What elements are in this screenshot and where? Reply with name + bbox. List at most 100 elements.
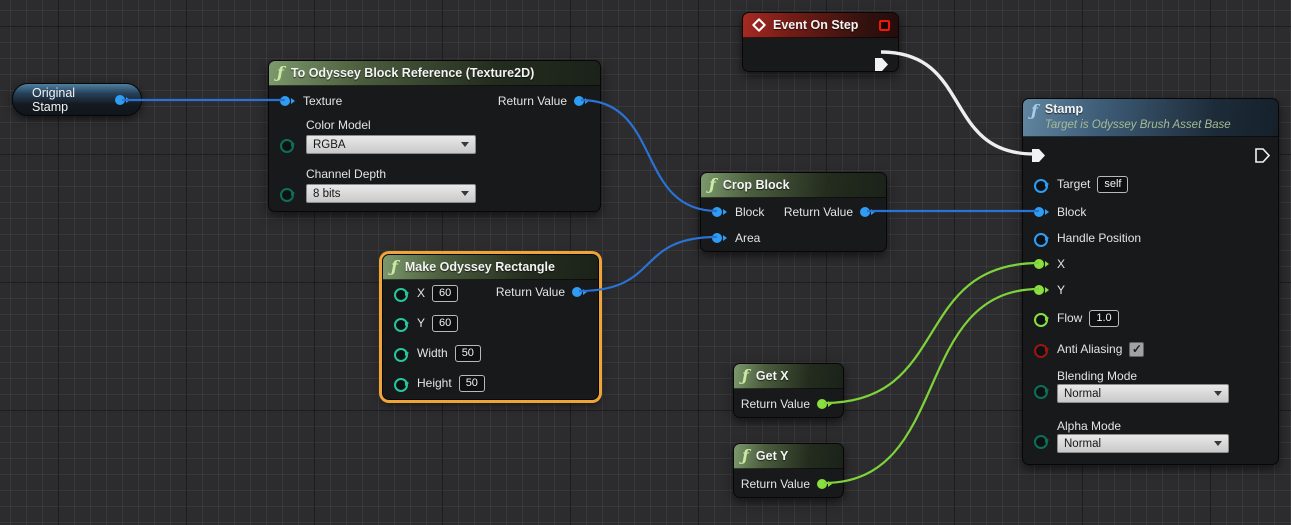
channel-depth-dropdown[interactable]: 8 bits bbox=[306, 184, 476, 203]
pin-label-return-value: Return Value bbox=[497, 94, 567, 108]
input-pin-texture[interactable] bbox=[280, 96, 296, 106]
dropdown-caret-icon bbox=[1214, 391, 1222, 396]
x-value-field[interactable]: 60 bbox=[432, 284, 459, 302]
variable-name: Original Stamp bbox=[32, 85, 76, 114]
input-pin-block[interactable] bbox=[1034, 207, 1050, 217]
output-pin-return-value[interactable] bbox=[817, 479, 833, 489]
blending-mode-dropdown[interactable]: Normal bbox=[1057, 384, 1229, 403]
output-pin-return-value[interactable] bbox=[860, 207, 876, 217]
pin-label-block: Block bbox=[1057, 205, 1087, 219]
input-pin-channel-depth[interactable] bbox=[280, 188, 296, 202]
target-value-field[interactable]: self bbox=[1097, 175, 1129, 193]
wire-get-x-to-stamp-x[interactable] bbox=[823, 261, 1040, 405]
node-get-x[interactable]: ƒ Get X Return Value bbox=[733, 363, 844, 418]
input-pin-y[interactable] bbox=[1034, 285, 1050, 295]
pin-label-area: Area bbox=[735, 231, 761, 245]
node-get-y[interactable]: ƒ Get Y Return Value bbox=[733, 443, 844, 498]
node-title: Get Y bbox=[755, 449, 789, 463]
node-title: Get X bbox=[755, 369, 789, 383]
node-header: Event On Step bbox=[743, 13, 898, 38]
pin-label-alpha-mode: Alpha Mode bbox=[1057, 419, 1122, 433]
y-value-field[interactable]: 60 bbox=[432, 314, 459, 332]
dropdown-caret-icon bbox=[461, 142, 469, 147]
function-icon: ƒ bbox=[742, 446, 749, 465]
pin-label-return-value: Return Value bbox=[783, 205, 853, 219]
input-pin-area[interactable] bbox=[712, 233, 728, 243]
pin-label-anti-aliasing: Anti Aliasing bbox=[1057, 342, 1123, 356]
color-model-dropdown[interactable]: RGBA bbox=[306, 135, 476, 154]
pin-label-return-value: Return Value bbox=[740, 397, 810, 411]
dropdown-value: Normal bbox=[1064, 387, 1102, 400]
function-icon: ƒ bbox=[742, 366, 749, 385]
dropdown-caret-icon bbox=[1214, 441, 1222, 446]
node-make-odyssey-rectangle[interactable]: ƒ Make Odyssey Rectangle X 60 Return Val… bbox=[382, 254, 599, 400]
input-pin-handle-position[interactable] bbox=[1034, 233, 1050, 247]
input-pin-x[interactable] bbox=[394, 288, 410, 302]
flow-value-field[interactable]: 1.0 bbox=[1089, 309, 1119, 327]
wire-block-reference-to-crop-block[interactable] bbox=[580, 98, 718, 213]
output-pin-return-value[interactable] bbox=[817, 399, 833, 409]
wire-rectangle-to-crop-area[interactable] bbox=[578, 235, 718, 293]
node-crop-block[interactable]: ƒ Crop Block Block Return Value Area bbox=[700, 172, 887, 252]
node-header: ƒ To Odyssey Block Reference (Texture2D) bbox=[269, 61, 600, 86]
function-icon: ƒ bbox=[1031, 101, 1038, 120]
height-value-field[interactable]: 50 bbox=[458, 374, 485, 392]
node-to-odyssey-block-reference[interactable]: ƒ To Odyssey Block Reference (Texture2D)… bbox=[268, 60, 601, 212]
exec-output-pin[interactable] bbox=[1255, 148, 1270, 163]
output-pin-original-stamp[interactable] bbox=[115, 94, 131, 105]
input-pin-height[interactable] bbox=[394, 378, 410, 392]
pin-label-flow: Flow bbox=[1057, 311, 1083, 325]
pin-label-y: Y bbox=[417, 316, 426, 330]
node-header: ƒ Make Odyssey Rectangle bbox=[383, 255, 598, 280]
node-event-on-step[interactable]: Event On Step bbox=[742, 12, 899, 72]
input-pin-flow[interactable] bbox=[1034, 313, 1050, 327]
node-stamp[interactable]: ƒ Stamp Target is Odyssey Brush Asset Ba… bbox=[1022, 98, 1279, 465]
pin-label-blending-mode: Blending Mode bbox=[1057, 369, 1138, 383]
node-header: ƒ Get X bbox=[734, 364, 843, 389]
pin-label-return-value: Return Value bbox=[740, 477, 810, 491]
alpha-mode-dropdown[interactable]: Normal bbox=[1057, 434, 1229, 453]
node-header: ƒ Stamp Target is Odyssey Brush Asset Ba… bbox=[1023, 99, 1278, 137]
node-header: ƒ Crop Block bbox=[701, 173, 886, 198]
node-header: ƒ Get Y bbox=[734, 444, 843, 469]
input-pin-target[interactable] bbox=[1034, 179, 1050, 193]
node-title: To Odyssey Block Reference (Texture2D) bbox=[290, 66, 535, 80]
pin-label-x: X bbox=[1057, 257, 1066, 271]
input-pin-color-model[interactable] bbox=[280, 139, 296, 153]
pin-label-y: Y bbox=[1057, 283, 1066, 297]
pin-label-height: Height bbox=[417, 376, 452, 390]
input-pin-width[interactable] bbox=[394, 348, 410, 362]
anti-aliasing-checkbox[interactable]: ✓ bbox=[1129, 341, 1145, 357]
pin-label-texture: Texture bbox=[303, 94, 343, 108]
dropdown-value: Normal bbox=[1064, 437, 1102, 450]
input-pin-blending-mode[interactable] bbox=[1034, 385, 1050, 399]
function-icon: ƒ bbox=[709, 175, 716, 194]
input-pin-x[interactable] bbox=[1034, 259, 1050, 269]
wire-event-exec-to-stamp-exec[interactable] bbox=[880, 50, 1035, 156]
pin-label-color-model: Color Model bbox=[306, 118, 371, 132]
pin-label-x: X bbox=[417, 286, 426, 300]
exec-input-pin[interactable] bbox=[1031, 148, 1046, 163]
output-pin-return-value[interactable] bbox=[572, 287, 588, 297]
input-pin-alpha-mode[interactable] bbox=[1034, 435, 1050, 449]
node-subtitle: Target is Odyssey Brush Asset Base bbox=[1044, 119, 1231, 132]
event-override-icon bbox=[879, 20, 890, 31]
node-original-stamp[interactable]: Original Stamp bbox=[12, 83, 142, 116]
pin-label-return-value: Return Value bbox=[495, 285, 565, 299]
function-icon: ƒ bbox=[391, 257, 398, 276]
input-pin-block[interactable] bbox=[712, 207, 728, 217]
pin-label-channel-depth: Channel Depth bbox=[306, 167, 387, 181]
exec-output-pin[interactable] bbox=[874, 57, 889, 72]
pin-label-width: Width bbox=[417, 346, 448, 360]
pin-label-handle-position: Handle Position bbox=[1057, 231, 1142, 245]
pin-label-target: Target bbox=[1057, 177, 1091, 191]
node-title: Event On Step bbox=[773, 18, 859, 32]
node-title: Stamp bbox=[1044, 102, 1084, 117]
width-value-field[interactable]: 50 bbox=[454, 344, 481, 362]
wire-get-y-to-stamp-y[interactable] bbox=[823, 287, 1040, 485]
dropdown-caret-icon bbox=[461, 191, 469, 196]
input-pin-y[interactable] bbox=[394, 318, 410, 332]
output-pin-return-value[interactable] bbox=[574, 96, 590, 106]
input-pin-anti-aliasing[interactable] bbox=[1034, 344, 1050, 358]
